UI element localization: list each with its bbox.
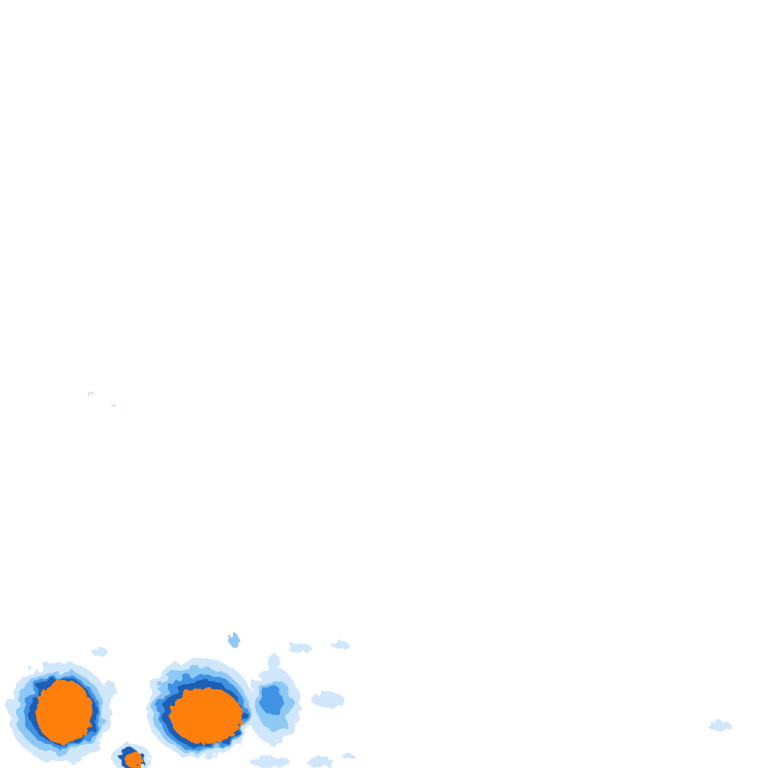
precip-fleck: [332, 641, 348, 649]
precip-fleck: [306, 757, 334, 767]
precip-fleck: [342, 753, 354, 759]
precip-cell-center: [146, 658, 254, 758]
precip-core: [125, 752, 143, 768]
precip-fleck: [229, 633, 239, 647]
precip-fleck: [708, 721, 732, 731]
precip-fleck: [104, 680, 116, 700]
precip-fleck: [312, 692, 344, 708]
precip-fleck: [268, 654, 280, 670]
precip-fleck: [92, 648, 108, 656]
precip-fleck: [86, 392, 94, 396]
precip-fleck: [288, 643, 312, 653]
precip-band-heavy: [262, 684, 282, 716]
precip-fleck: [112, 404, 116, 408]
precip-fleck: [250, 756, 290, 768]
precip-cell-left: [8, 662, 112, 762]
precip-cell-small: [112, 744, 152, 768]
precip-core: [170, 688, 242, 744]
precip-cell-weak: [248, 668, 300, 744]
precip-core: [36, 680, 92, 744]
precip-scatter: [86, 392, 732, 768]
